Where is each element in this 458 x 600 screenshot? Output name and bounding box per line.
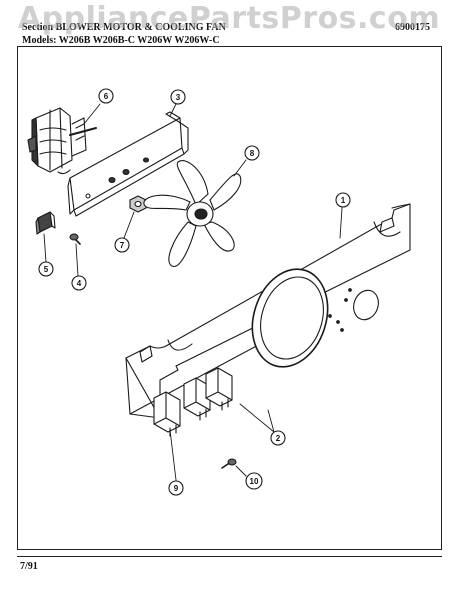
callout-6-label: 6 [104,92,109,101]
control-panel-plate [125,203,411,419]
relay-switches [153,367,233,437]
callout-3: 3 [170,89,186,105]
panel-screw [221,458,237,469]
callout-5: 5 [38,261,54,277]
callout-9-label: 9 [174,484,179,493]
callout-3-label: 3 [176,93,181,102]
callout-5-label: 5 [44,265,49,274]
screw [69,233,81,245]
footer-divider [17,556,442,557]
cooling-fan-blade [143,160,242,267]
document-number: 6900175 [395,22,430,33]
models-list: Models: W206B W206B-C W206W W206W-C [22,35,220,46]
callout-10: 10 [245,472,263,490]
motor-bracket [67,111,189,217]
callout-7: 7 [114,237,130,253]
callout-6: 6 [98,88,114,104]
callout-1-label: 1 [341,196,346,205]
callout-8-label: 8 [250,149,255,158]
leader-lines [43,103,343,481]
callout-9: 9 [168,480,184,496]
diagram-frame [17,46,442,550]
site-watermark: AppliancePartsPros.com [17,1,441,36]
section-title: Section BLOWER MOTOR & COOLING FAN [22,22,226,33]
callout-4: 4 [71,275,87,291]
callout-7-label: 7 [120,241,125,250]
mounting-clip [35,211,56,235]
callout-1: 1 [335,192,351,208]
callout-4-label: 4 [77,279,82,288]
callout-2: 2 [270,430,286,446]
blower-motor [27,107,97,175]
callout-10-label: 10 [250,477,259,486]
callout-8: 8 [244,145,260,161]
footer-date: 7/91 [20,561,38,572]
fan-nut [129,195,147,213]
callout-2-label: 2 [276,434,281,443]
